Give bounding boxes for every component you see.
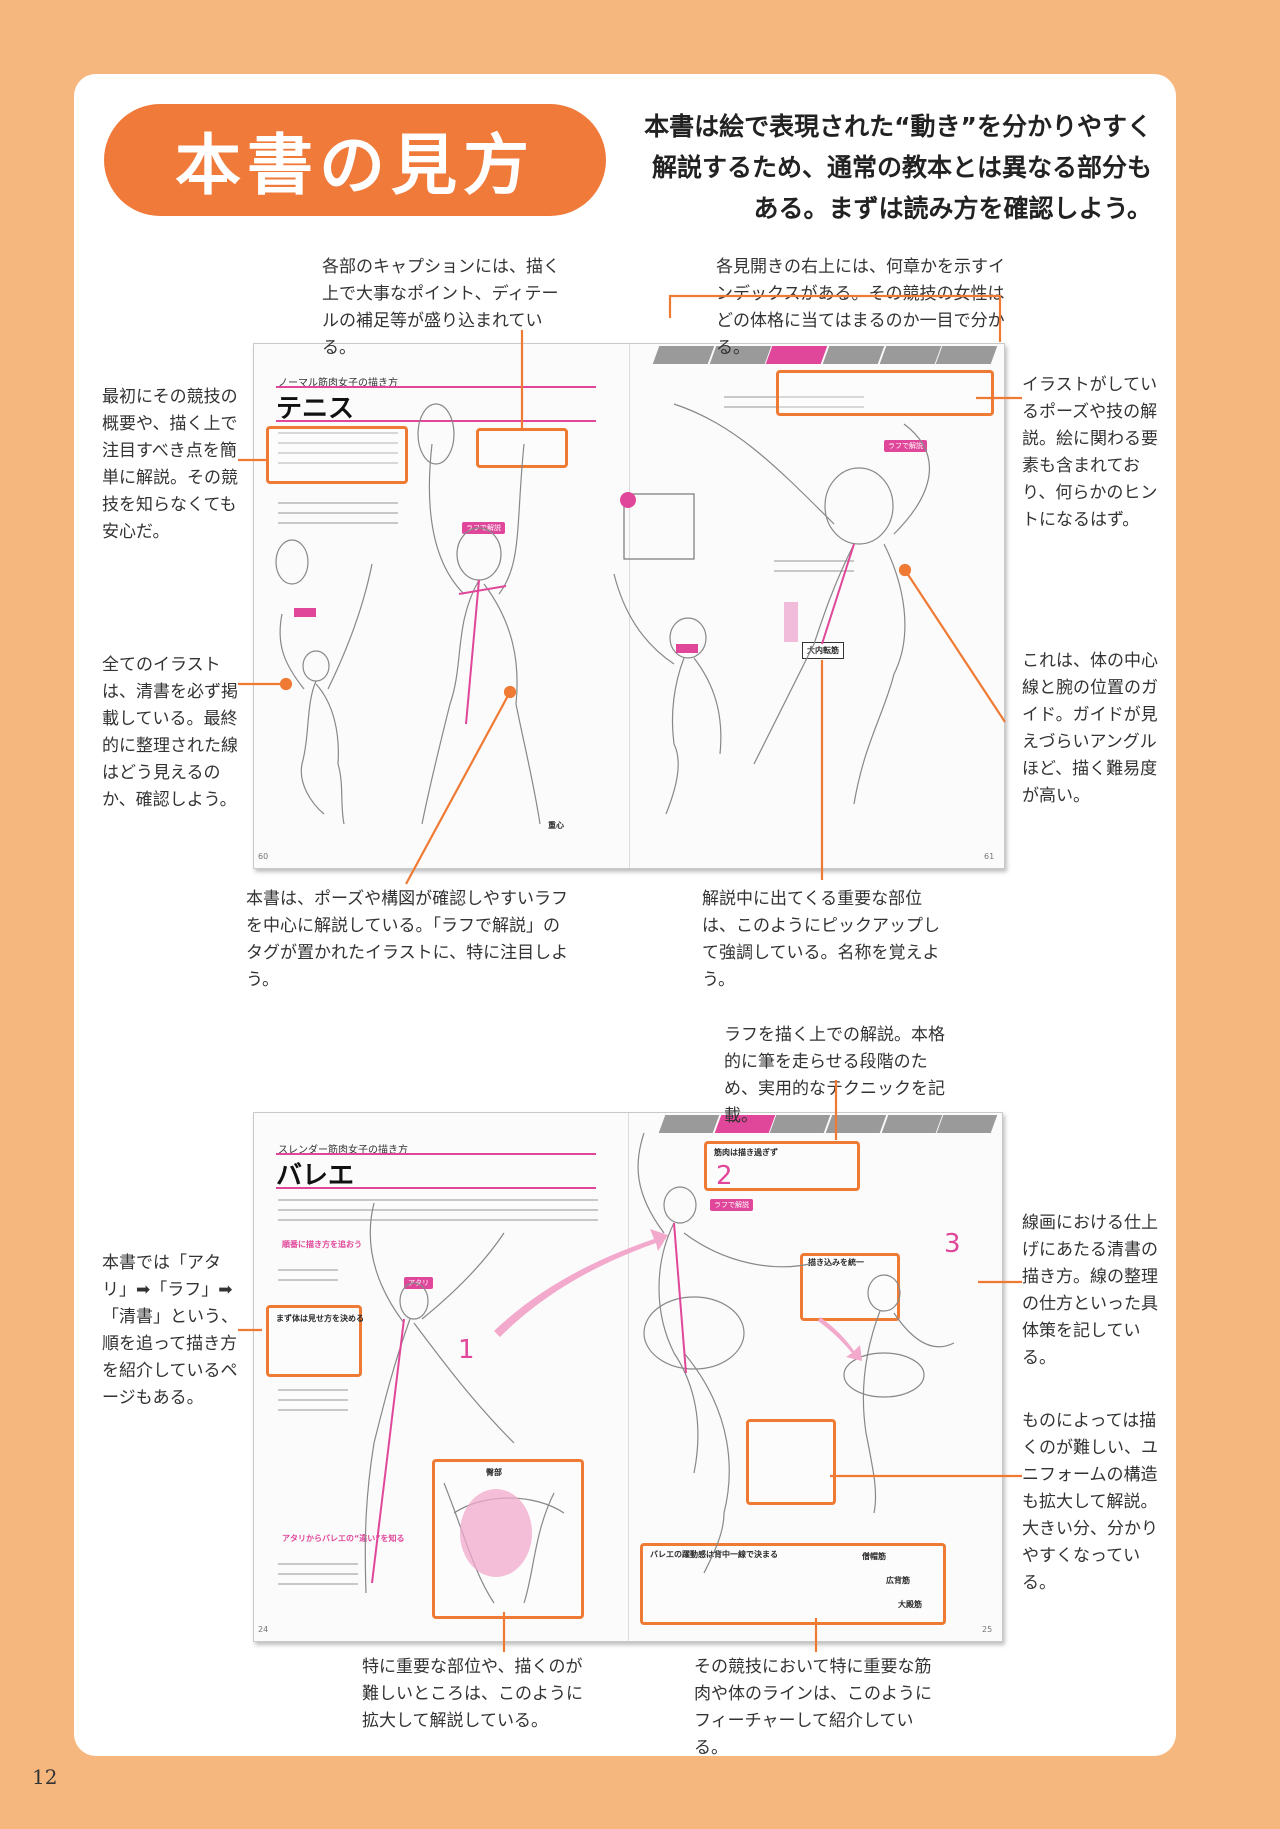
overview-box <box>266 426 408 484</box>
annotation-pose: イラストがしているポーズや技の解説。絵に関わる要素も含まれており、何らかのヒント… <box>1022 375 1158 530</box>
text-line <box>278 1279 338 1281</box>
spread-ballet: スレンダー筋肉女子の描き方 バレエ 順番に描き方を追おう アタリからバレエの“違… <box>253 1112 1003 1642</box>
page-number: 12 <box>32 1765 58 1789</box>
zoom-label: 臀部 <box>486 1468 502 1477</box>
side-heading-2: アタリからバレエの“違い”を知る <box>282 1534 405 1543</box>
text-line <box>278 522 398 524</box>
center-of-gravity-label: 重心 <box>548 821 564 830</box>
annotation-rough-technique: ラフを描く上での解説。本格的に筆を走らせる段階のため、実用的なテクニックを記載。 <box>724 1025 945 1126</box>
spread-subtitle: ノーマル筋肉女子の描き方 <box>278 378 398 389</box>
pose-box <box>776 370 994 416</box>
text-line <box>278 512 398 514</box>
uniform-zoom-box <box>746 1419 836 1505</box>
pink-rule <box>276 420 596 422</box>
atari-tag: アタリ <box>404 1277 433 1289</box>
annotation-muscle: その競技において特に重要な筋肉や体のラインは、このようにフィーチャーして紹介して… <box>694 1657 932 1758</box>
caption-box <box>476 428 568 468</box>
annotation-clean-art: 全てのイラストは、清書を必ず掲載している。最終的に整理された線はどう見えるのか、… <box>102 655 238 810</box>
text-line <box>278 1269 338 1271</box>
annotation-guide: これは、体の中心線と腕の位置のガイド。ガイドが見えづらいアングルほど、描く難易度… <box>1022 651 1158 806</box>
text-line <box>278 1409 348 1411</box>
text-line <box>278 1199 598 1201</box>
annotation-clean-method: 線画における仕上げにあたる清書の描き方。線の整理の仕方といった具体策を記している… <box>1022 1213 1158 1368</box>
muscle-label-trapezius: 僧帽筋 <box>862 1552 886 1561</box>
step-number-1: 1 <box>458 1335 475 1365</box>
text-line <box>278 1209 598 1211</box>
pink-rule <box>276 1187 596 1189</box>
step-number-2: 2 <box>716 1161 733 1191</box>
clean-box-title: 描き込みを統一 <box>808 1258 864 1267</box>
muscle-label-gluteus: 大殿筋 <box>898 1600 922 1609</box>
annotation-zoom: 特に重要な部位や、描くのが難しいところは、このように拡大して解説している。 <box>362 1657 583 1731</box>
spread-subtitle: スレンダー筋肉女子の描き方 <box>278 1145 408 1156</box>
text-line <box>278 1573 358 1575</box>
text-line <box>278 1583 358 1585</box>
text-line <box>278 1563 358 1565</box>
intro-text: 本書は絵で表現された“動き”を分かりやすく解説するため、通常の教本とは異なる部分… <box>644 112 1152 223</box>
annotation-overview: 最初にその競技の概要や、描く上で注目すべき点を簡単に解説。その競技を知らなくても… <box>102 387 238 542</box>
text-line <box>278 1219 598 1221</box>
text-line <box>724 406 864 408</box>
pink-rule <box>276 386 596 388</box>
spread-gutter <box>628 1113 629 1641</box>
annotation-caption: 各部のキャプションには、描く上で大事なポイント、ディテールの補足等が盛り込まれて… <box>322 257 560 358</box>
text-line <box>278 452 398 454</box>
clean-box <box>800 1253 900 1321</box>
text-line <box>278 1399 348 1401</box>
spread-heading: テニス <box>276 394 355 424</box>
text-line <box>278 442 398 444</box>
order-box <box>266 1305 362 1377</box>
annotation-uniform: ものによっては描くのが難しい、ユニフォームの構造も拡大して解説。大きい分、分かり… <box>1022 1411 1158 1593</box>
annotation-order: 本書では「アタリ」➡「ラフ」➡「清書」という、順を追って描き方を紹介しているペー… <box>102 1253 238 1408</box>
page-number-right: 61 <box>984 852 995 861</box>
muscle-feature-box <box>640 1543 946 1625</box>
side-heading: 順番に描き方を追おう <box>282 1240 362 1249</box>
text-line <box>278 1389 348 1391</box>
page-title: 本書の見方 <box>175 127 535 204</box>
page-number-right: 25 <box>982 1625 993 1634</box>
feature-box-title: バレエの躍動感は背中一線で決まる <box>650 1550 778 1559</box>
title-pill: 本書の見方 <box>104 104 606 216</box>
tennis-figures <box>275 403 930 825</box>
step-number-3: 3 <box>944 1229 961 1259</box>
annotation-parts: 解説中に出てくる重要な部位は、このようにピックアップして強調している。名称を覚え… <box>702 889 940 990</box>
spread-heading: バレエ <box>276 1161 355 1191</box>
pink-rule <box>276 1153 596 1155</box>
text-line <box>278 462 398 464</box>
spread-tennis: ノーマル筋肉女子の描き方 テニス ラフで解説 ラフで解説 大内転筋 重心 60 … <box>253 343 1005 869</box>
text-line <box>774 560 854 562</box>
rough-box-title: 筋肉は描き過ぎず <box>714 1148 778 1157</box>
page-number-left: 24 <box>258 1625 269 1634</box>
rough-tag: ラフで解説 <box>710 1199 753 1211</box>
text-line <box>724 396 864 398</box>
order-box-title: まず体は見せ方を決める <box>276 1314 364 1323</box>
annotation-rough: 本書は、ポーズや構図が確認しやすいラフを中心に解説している。「ラフで解説」のタグ… <box>246 889 569 990</box>
muscle-label-latissimus: 広背筋 <box>886 1576 910 1585</box>
page-number-left: 60 <box>258 852 269 861</box>
ballet-figures <box>364 1132 955 1604</box>
text-line <box>278 502 398 504</box>
rough-technique-box <box>704 1141 860 1191</box>
annotation-index: 各見開きの右上には、何章かを示すインデックスがある。その競技の女性はどの体格に当… <box>716 257 1005 358</box>
rough-tag: ラフで解説 <box>884 440 927 452</box>
text-line <box>278 432 398 434</box>
text-line <box>774 570 854 572</box>
spread-gutter <box>629 344 630 868</box>
